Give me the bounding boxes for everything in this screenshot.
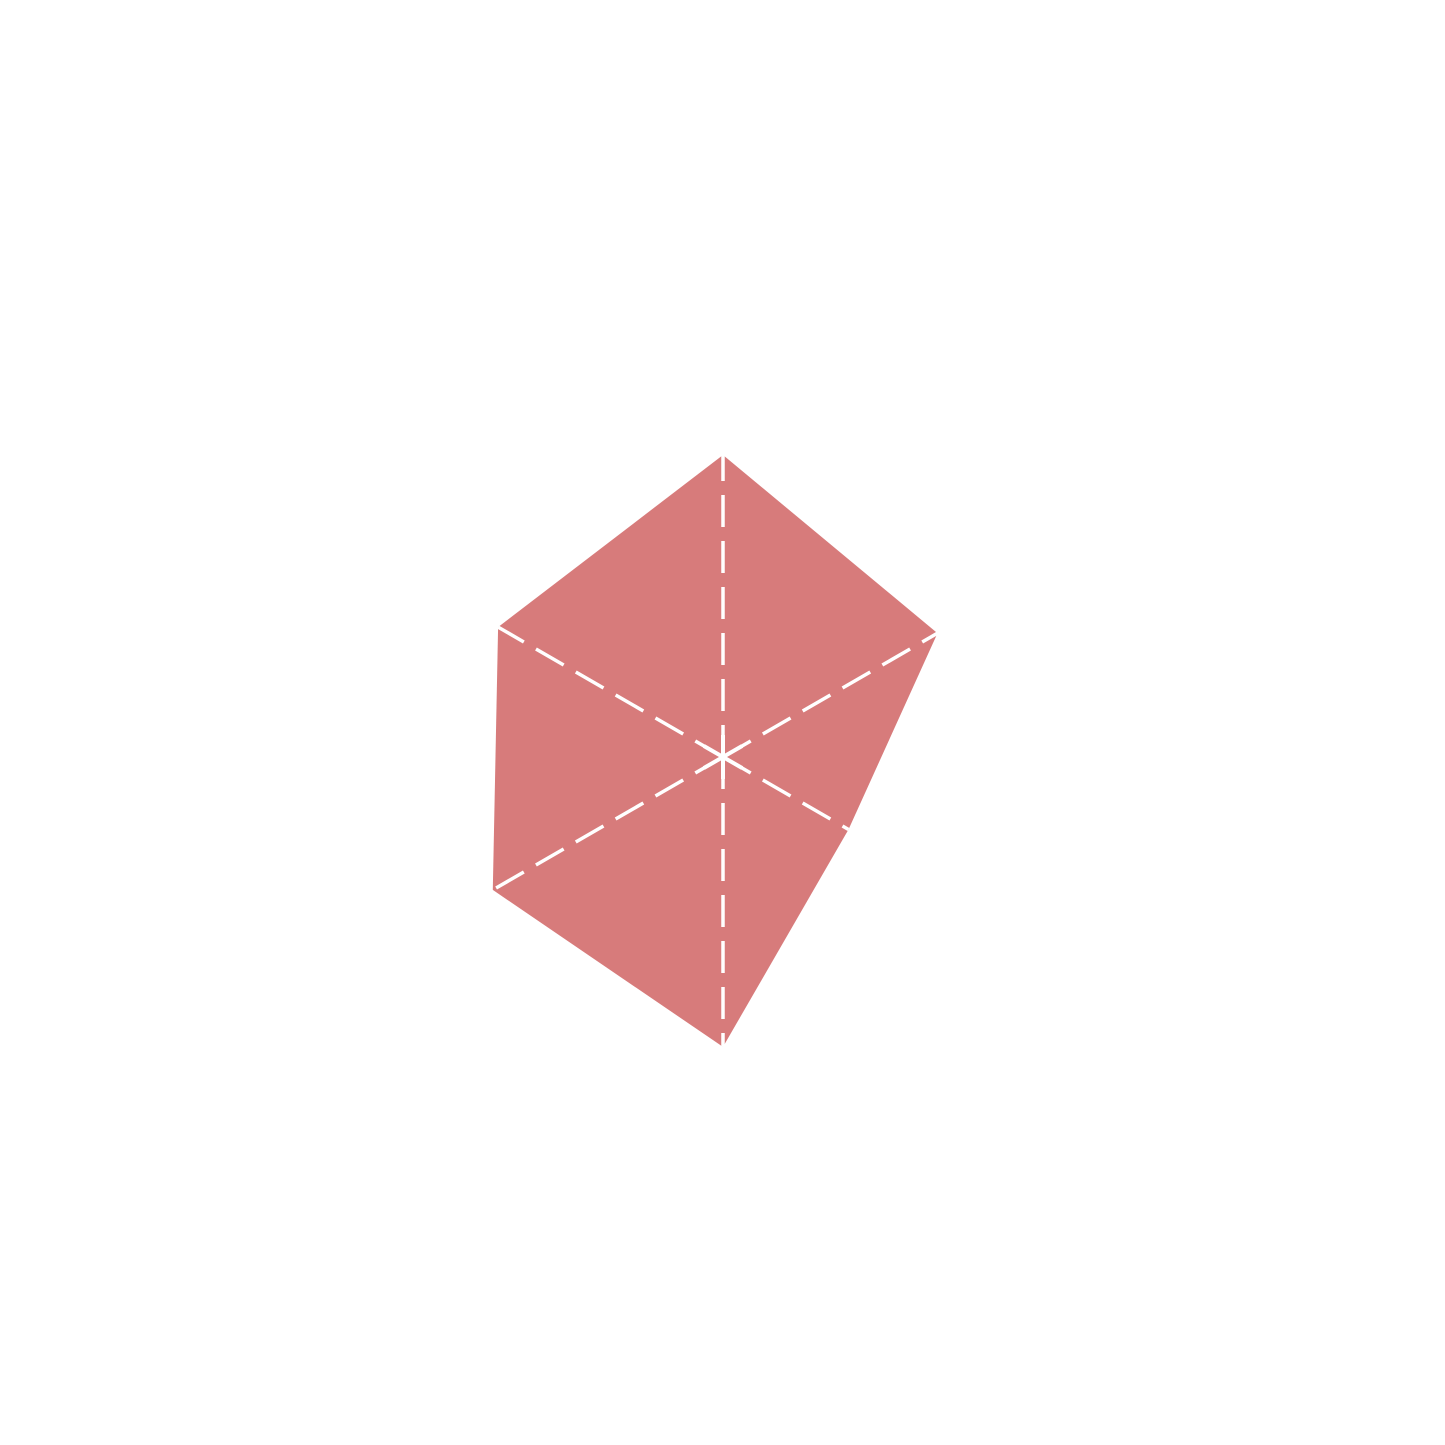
center-marker	[702, 735, 744, 779]
center-marker-stroke-3	[702, 744, 744, 770]
radar-spoke-2	[722, 631, 939, 759]
radar-spokes	[491, 455, 939, 1047]
radar-spoke-3	[722, 755, 850, 832]
